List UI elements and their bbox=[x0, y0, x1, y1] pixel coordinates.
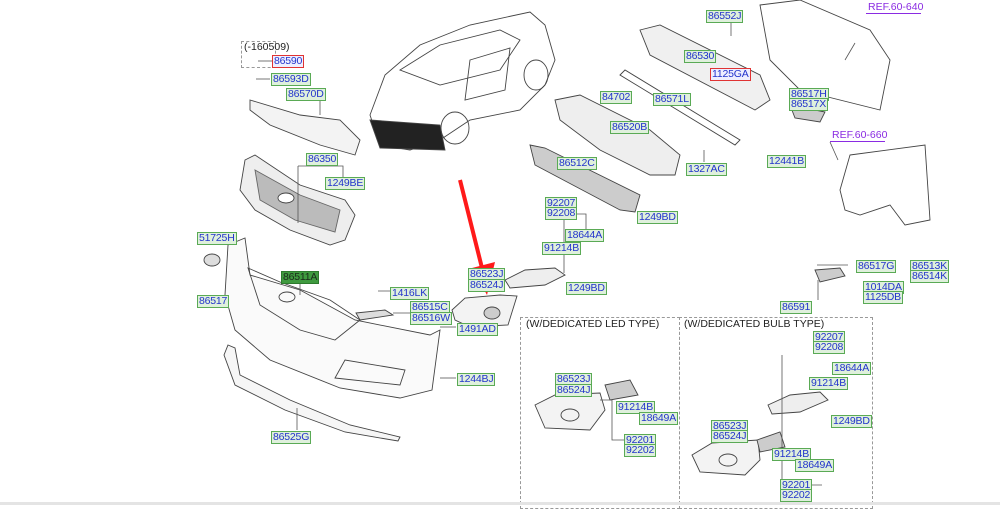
part-label[interactable]: 18649A bbox=[639, 412, 679, 425]
part-label[interactable]: 86524J bbox=[711, 430, 749, 443]
part-label[interactable]: 86517 bbox=[197, 295, 230, 308]
variant-note: (-160509) bbox=[244, 41, 290, 53]
part-label[interactable]: 86523J bbox=[555, 373, 593, 386]
bulb-section-title: (W/DEDICATED BULB TYPE) bbox=[684, 318, 825, 330]
part-label[interactable]: 1327AC bbox=[686, 163, 727, 176]
part-label[interactable]: 1244BJ bbox=[457, 373, 496, 386]
ref-link-60-660[interactable]: REF.60-660 bbox=[832, 129, 888, 141]
part-label[interactable]: 1249BE bbox=[325, 177, 366, 190]
part-label[interactable]: 84702 bbox=[600, 91, 633, 104]
upper-grille-trim bbox=[249, 99, 361, 156]
part-label[interactable]: 86512C bbox=[557, 157, 597, 170]
part-label[interactable]: 91214B bbox=[542, 242, 582, 255]
carrier-panel bbox=[759, 0, 891, 111]
part-label[interactable]: 86516W bbox=[410, 312, 452, 325]
part-label[interactable]: 86520B bbox=[610, 121, 650, 134]
part-label[interactable]: 1125DB bbox=[863, 291, 903, 304]
part-label[interactable]: 86570D bbox=[286, 88, 326, 101]
part-label[interactable]: 18644A bbox=[832, 362, 872, 375]
part-label[interactable]: 18649A bbox=[795, 459, 835, 472]
part-label[interactable]: 86530 bbox=[684, 50, 717, 63]
radiator-grille bbox=[239, 154, 356, 246]
part-label[interactable]: 86350 bbox=[306, 153, 339, 166]
fog-lamp-cover-main bbox=[451, 294, 518, 328]
part-label[interactable]: 91214B bbox=[616, 401, 656, 414]
ref-underline bbox=[830, 141, 885, 142]
part-label[interactable]: 92208 bbox=[813, 341, 846, 354]
part-label[interactable]: 91214B bbox=[772, 448, 812, 461]
part-label[interactable]: 18644A bbox=[565, 229, 605, 242]
part-label[interactable]: 12441B bbox=[767, 155, 807, 168]
fender bbox=[839, 144, 931, 226]
part-label[interactable]: 86517X bbox=[789, 98, 829, 111]
car-illustration bbox=[369, 11, 556, 151]
part-label[interactable]: 91214B bbox=[809, 377, 849, 390]
front-bumper-cover bbox=[224, 237, 441, 399]
ref-link-60-640[interactable]: REF.60-640 bbox=[868, 1, 924, 13]
part-label[interactable]: 86590 bbox=[272, 55, 305, 68]
part-label[interactable]: 1249BD bbox=[637, 211, 678, 224]
part-label[interactable]: 1491AD bbox=[457, 323, 498, 336]
drl-lamp bbox=[504, 267, 566, 289]
part-label[interactable]: 86524J bbox=[555, 384, 593, 397]
part-label[interactable]: 86514K bbox=[910, 270, 950, 283]
energy-absorber bbox=[554, 94, 681, 176]
part-label-highlighted[interactable]: 86511A bbox=[281, 271, 320, 284]
part-label[interactable]: 86591 bbox=[780, 301, 813, 314]
emblem bbox=[203, 253, 221, 267]
bumper-beam bbox=[639, 24, 771, 111]
lower-lip-spoiler bbox=[223, 344, 401, 442]
part-label[interactable]: 86552J bbox=[706, 10, 744, 23]
variant-box bbox=[241, 41, 276, 68]
part-label[interactable]: 1125GA bbox=[710, 68, 751, 81]
part-label[interactable]: 86571L bbox=[653, 93, 691, 106]
part-label[interactable]: 86524J bbox=[468, 279, 506, 292]
ref-underline bbox=[866, 13, 921, 14]
part-label[interactable]: 1249BD bbox=[831, 415, 872, 428]
part-label[interactable]: 86525G bbox=[271, 431, 312, 444]
part-label[interactable]: 1416LK bbox=[390, 287, 430, 300]
bottom-border bbox=[0, 502, 1000, 505]
part-label[interactable]: 1249BD bbox=[566, 282, 607, 295]
part-label[interactable]: 92202 bbox=[624, 444, 657, 457]
part-label[interactable]: 86593D bbox=[271, 73, 311, 86]
led-section-title: (W/DEDICATED LED TYPE) bbox=[526, 318, 660, 330]
part-label[interactable]: 51725H bbox=[197, 232, 237, 245]
part-label[interactable]: 86517G bbox=[856, 260, 897, 273]
part-label[interactable]: 92208 bbox=[545, 207, 578, 220]
part-label[interactable]: 92202 bbox=[780, 489, 813, 502]
